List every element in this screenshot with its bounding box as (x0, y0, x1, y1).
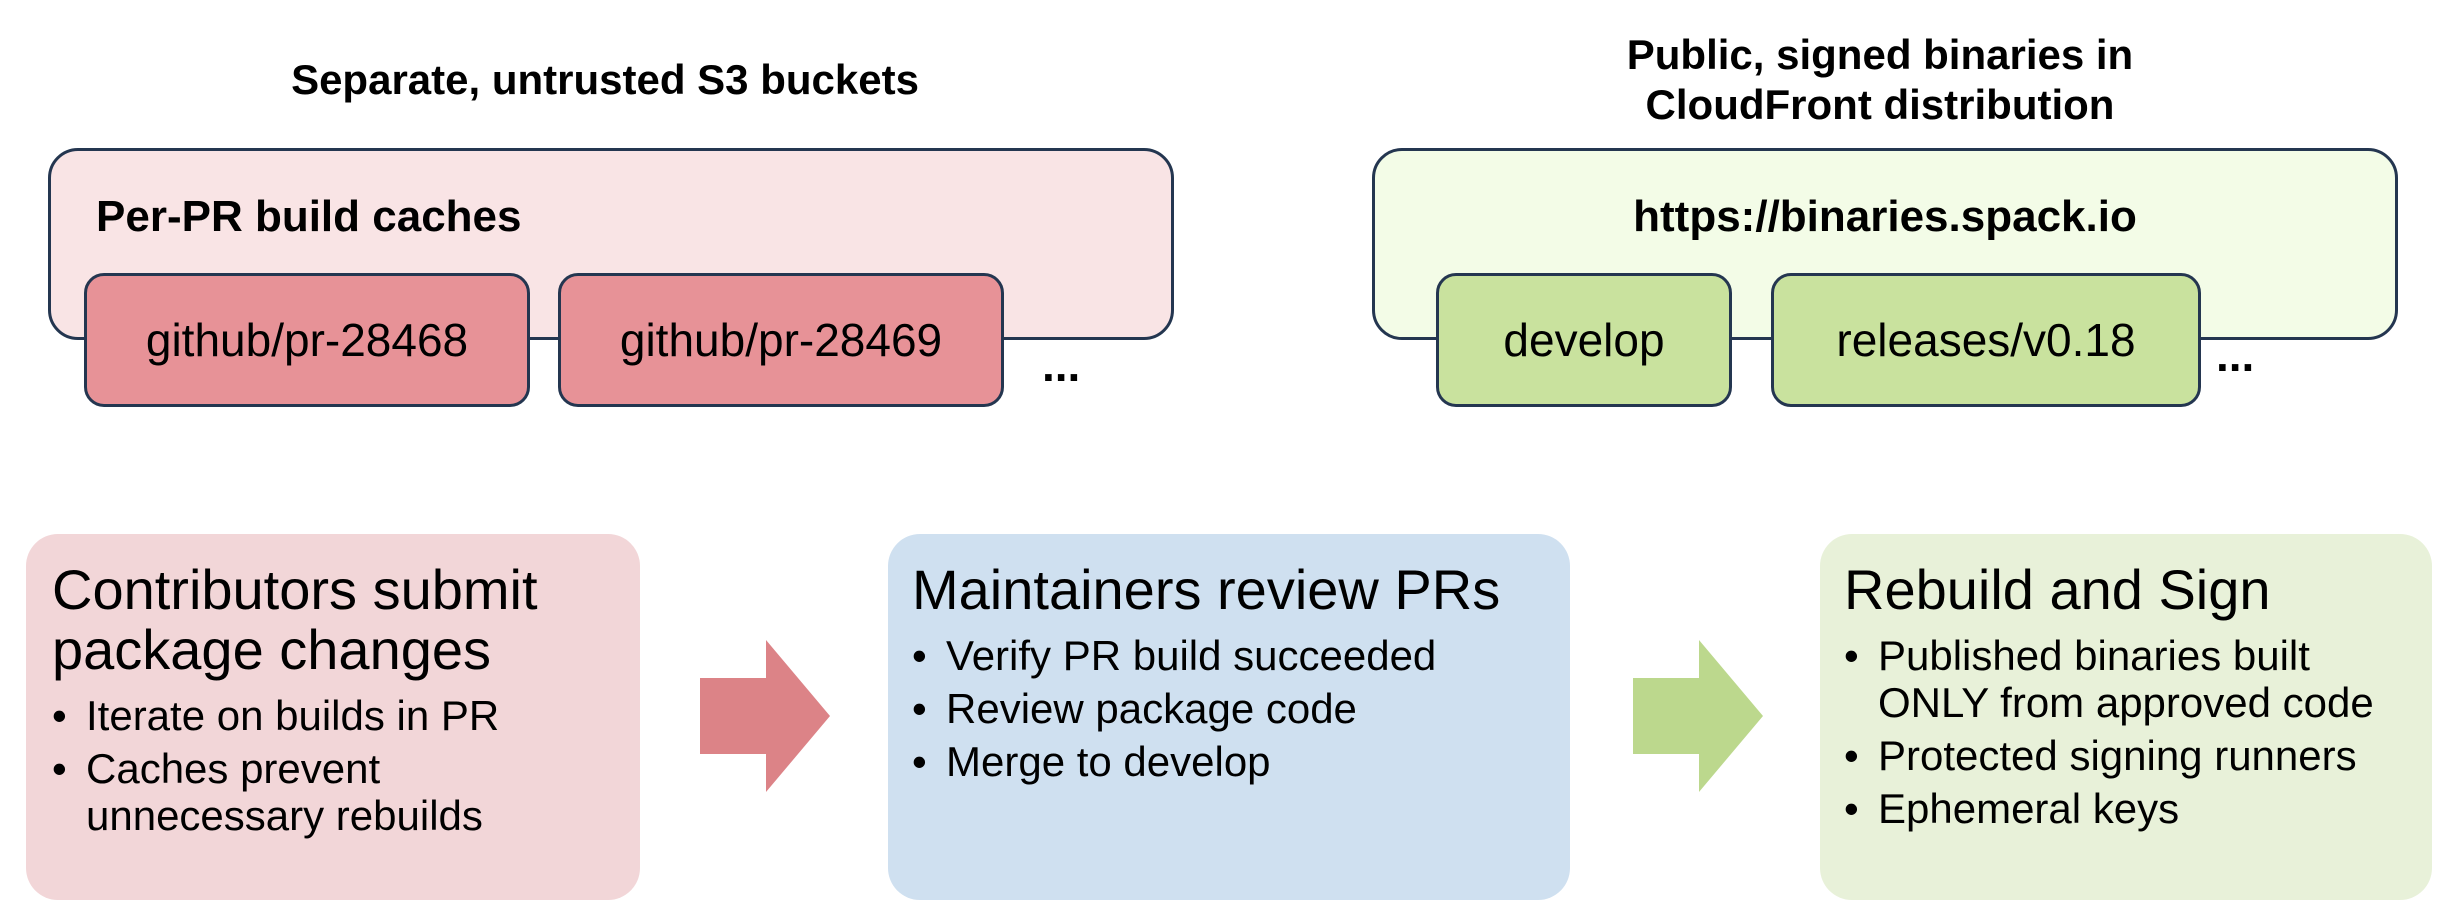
bucket-pr-28469: github/pr-28469 (558, 273, 1004, 407)
step-bullet: Protected signing runners (1820, 732, 2432, 779)
untrusted-buckets-title: Separate, untrusted S3 buckets (291, 56, 919, 103)
step-bullet: Ephemeral keys (1820, 785, 2432, 832)
step-bullet-list: Iterate on builds in PR Caches prevent u… (26, 692, 640, 839)
right-arrow-icon (700, 640, 830, 792)
bucket-pr-28468: github/pr-28468 (84, 273, 530, 407)
more-pr-buckets-ellipsis: ... (1042, 339, 1081, 391)
step-bullet: Merge to develop (888, 738, 1570, 785)
signed-binaries-title: Public, signed binaries in CloudFront di… (1626, 31, 2134, 128)
step-bullet-list: Verify PR build succeeded Review package… (888, 632, 1570, 785)
more-release-buckets-ellipsis: ... (2216, 329, 2255, 381)
bucket-releases-v0-18: releases/v0.18 (1771, 273, 2201, 407)
bucket-develop: develop (1436, 273, 1732, 407)
step-title: Rebuild and Sign (1844, 558, 2271, 621)
right-arrow-icon (1633, 640, 1763, 792)
step-contributors-submit: Contributors submit package changes Iter… (26, 534, 640, 900)
step-bullet: Caches prevent unnecessary rebuilds (26, 745, 640, 839)
step-maintainers-review: Maintainers review PRs Verify PR build s… (888, 534, 1570, 900)
step-bullet: Iterate on builds in PR (26, 692, 640, 739)
step-bullet-list: Published binaries built ONLY from appro… (1820, 632, 2432, 832)
binaries-url-label: https://binaries.spack.io (1633, 192, 2137, 241)
step-rebuild-and-sign: Rebuild and Sign Published binaries buil… (1820, 534, 2432, 900)
step-bullet: Published binaries built ONLY from appro… (1820, 632, 2432, 726)
step-title: Maintainers review PRs (912, 558, 1501, 621)
step-bullet: Review package code (888, 685, 1570, 732)
step-bullet: Verify PR build succeeded (888, 632, 1570, 679)
per-pr-caches-label: Per-PR build caches (96, 192, 522, 241)
step-title: Contributors submit package changes (52, 558, 538, 681)
